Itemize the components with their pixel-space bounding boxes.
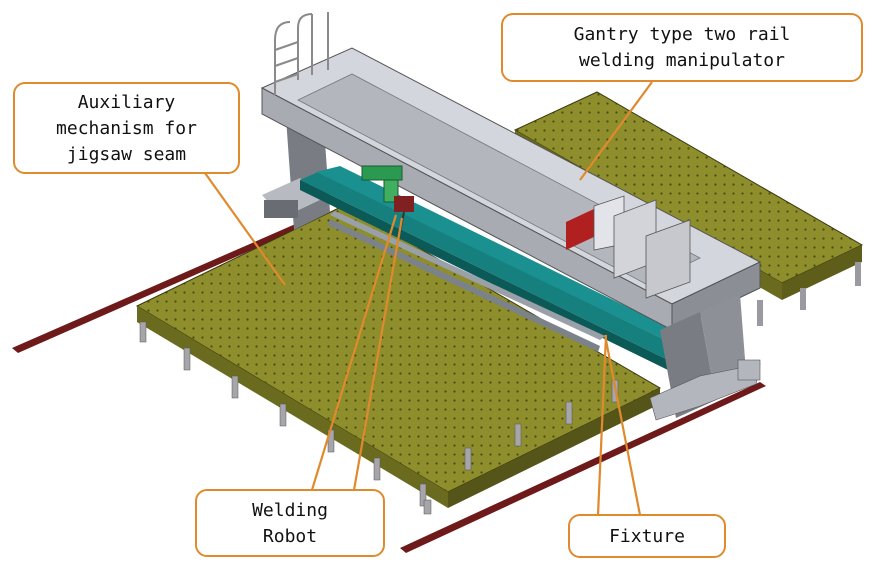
callout-auxiliary-line2: mechanism for xyxy=(56,118,197,139)
platform-legs xyxy=(139,321,619,515)
callout-auxiliary-line3: jigsaw seam xyxy=(66,144,187,165)
leader-gantry xyxy=(579,81,653,181)
callout-gantry-line1: Gantry type two rail xyxy=(573,24,791,45)
leader-lines xyxy=(204,81,653,516)
callout-auxiliary-line1: Auxiliary xyxy=(77,92,176,113)
callout-gantry: Gantry type two rail welding manipulator xyxy=(501,13,863,82)
rail-right xyxy=(400,382,766,553)
gantry-right-leg xyxy=(649,294,761,421)
ladder xyxy=(274,12,329,95)
leader-fixture-2 xyxy=(603,334,642,516)
rail-left xyxy=(12,222,306,353)
leader-auxiliary xyxy=(204,172,286,286)
leader-robot-1 xyxy=(310,214,398,491)
callout-auxiliary: Auxiliary mechanism for jigsaw seam xyxy=(13,82,240,174)
callout-gantry-line2: welding manipulator xyxy=(579,50,785,71)
front-platform xyxy=(135,204,662,508)
leader-robot-2 xyxy=(352,217,404,491)
callout-robot-line2: Robot xyxy=(262,526,318,547)
callout-robot-line1: Welding xyxy=(252,500,328,521)
callout-fixture: Fixture xyxy=(568,514,726,558)
leader-fixture-1 xyxy=(596,334,608,516)
carriage xyxy=(566,195,691,299)
callout-fixture-line1: Fixture xyxy=(609,526,685,547)
callout-robot: Welding Robot xyxy=(195,489,385,557)
